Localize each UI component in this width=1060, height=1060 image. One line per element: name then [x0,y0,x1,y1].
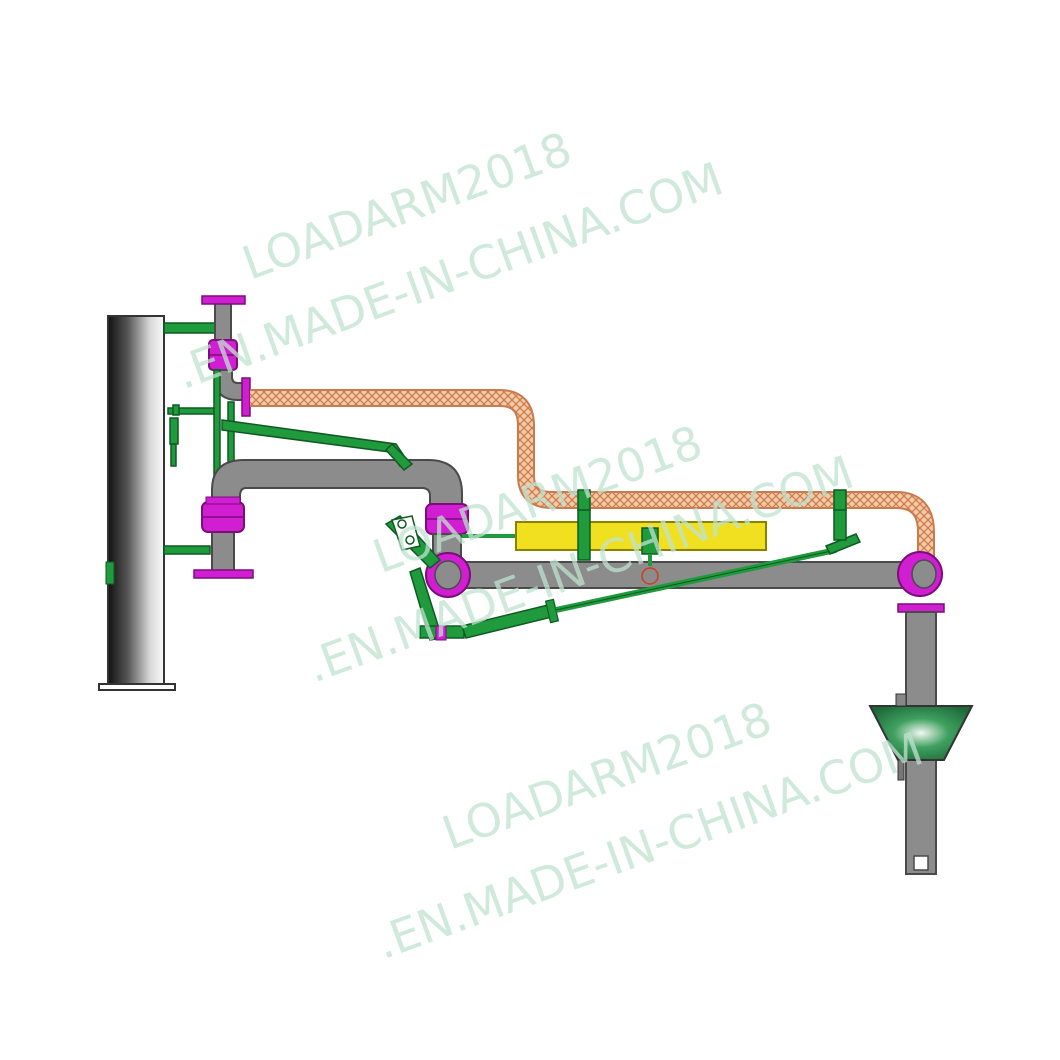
inner-arm-pipe [211,459,463,513]
watermark-1: LOADARM2018 .EN.MADE-IN-CHINA.COM [169,121,730,399]
link-mechanism [384,515,465,641]
counterweight [515,521,767,551]
outer-right-flange [897,603,945,613]
inner-arm-brace [221,419,414,472]
outer-right-swivel [897,551,943,597]
watermark-3: LOADARM2018 .EN.MADE-IN-CHINA.COM [369,691,930,969]
outer-elbow-swivel [425,552,471,598]
lower-swivel-joint [201,496,245,533]
riser-column [98,315,176,691]
column-brackets [163,322,219,555]
drop-tube-cone [868,693,974,781]
upper-flange [241,377,251,417]
pivot-post [641,527,659,585]
hydraulic-cylinder [435,533,862,641]
inner-riser-pipe [193,295,254,579]
upper-swivel-joint [208,339,238,371]
